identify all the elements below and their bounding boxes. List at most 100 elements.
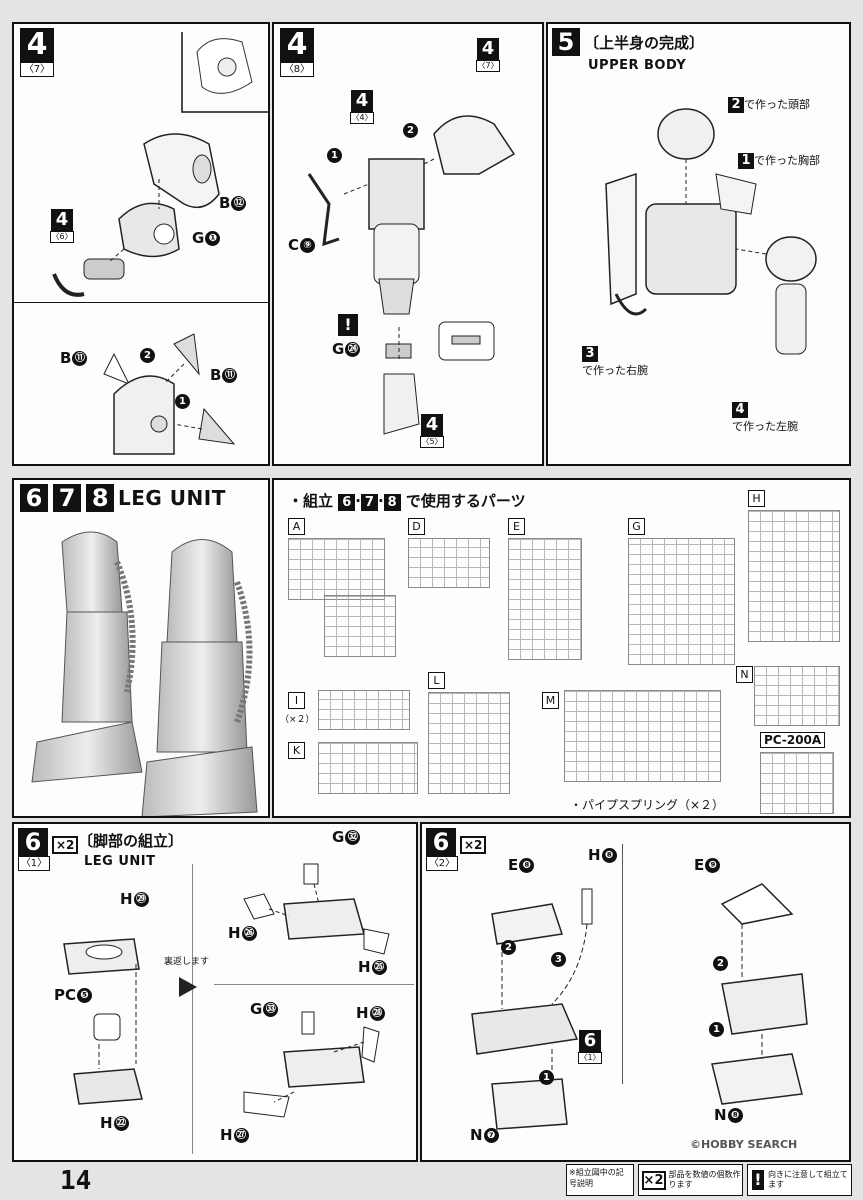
runner-label-g: G: [628, 518, 645, 535]
shoulder-assembly-drawing: [52, 133, 220, 297]
x2-badge: ×2: [52, 836, 79, 854]
parts-list-panel: ・組立 6·7·8 で使用するパーツ A D E G H I （×２） K L …: [272, 478, 851, 818]
leg-unit-title: LEG UNIT: [118, 486, 226, 510]
runner-a: [288, 538, 385, 600]
arrow-2: 2: [139, 346, 155, 364]
runner-i-quantity: （×２）: [280, 715, 315, 725]
flip-arrow-icon: [179, 977, 197, 997]
pc-runner-label: PC-200A: [760, 732, 826, 748]
runner-pc: [760, 752, 834, 814]
arrow-1: 1: [174, 392, 190, 410]
runner-h: [748, 510, 840, 642]
step-sub-number: 〈7〉: [20, 62, 54, 77]
runner-label-k: K: [288, 742, 305, 759]
runner-label-d: D: [408, 518, 425, 535]
runner-m: [564, 690, 721, 782]
parts-heading: ・組立 6·7·8 で使用するパーツ: [288, 492, 526, 511]
arrow-1b: 1: [708, 1020, 724, 1038]
section-title-jp: 〔脚部の組立〕: [78, 832, 184, 850]
step-number: 4: [280, 28, 314, 62]
ref-callout-4-5: 4〈5〉: [420, 414, 444, 448]
section-title-en: UPPER BODY: [588, 58, 687, 73]
leg-frame-drawing-2: [243, 863, 390, 955]
arrow-2b: 2: [712, 954, 728, 972]
runner-label-n: N: [736, 666, 753, 683]
section-title-jp: 〔上半身の完成〕: [584, 34, 705, 52]
pipe-spring-note: ・パイプスプリング（×２）: [570, 798, 725, 812]
symbol-legend: ※組立図中の記号説明 ×2 部品を数値の個数作ります ! 向きに注意して組立てま…: [566, 1164, 853, 1196]
arrow-2: 2: [500, 938, 516, 956]
runner-label-l: L: [428, 672, 445, 689]
leg-render-image: [31, 531, 258, 816]
horn-assembly-drawing: [103, 333, 236, 455]
step-sub-number: 〈1〉: [18, 856, 50, 871]
toe-assembly-drawing: [711, 883, 808, 1105]
step-badges: 6 7 8: [20, 484, 115, 512]
vertical-divider: [192, 864, 193, 1154]
arrow-1: 1: [538, 1068, 554, 1086]
x2-badge: ×2: [460, 836, 487, 854]
arm-assembly-drawing: [307, 115, 516, 435]
legend-warning: ! 向きに注意して組立てます: [746, 1164, 853, 1196]
runner-n: [754, 666, 840, 726]
legend-x2: ×2 部品を数値の個数作ります: [637, 1164, 743, 1196]
horizontal-divider: [214, 984, 414, 985]
runner-l: [428, 692, 510, 794]
runner-d: [408, 538, 490, 588]
ref-callout-4-7: 4〈7〉: [476, 38, 500, 72]
ref-callout-4-4: 4〈4〉: [350, 90, 374, 124]
step-sub-number: 〈8〉: [280, 62, 314, 77]
arrow-3: 3: [550, 950, 566, 968]
runner-label-i: I: [288, 692, 305, 709]
runner-i: [318, 690, 410, 730]
step-number: 6: [426, 828, 456, 856]
detail-frame: [622, 844, 623, 1084]
leg-unit-render-panel: 6 7 8 LEG UNIT: [12, 478, 270, 818]
warning-icon: !: [338, 314, 358, 336]
step-number: 6: [18, 828, 48, 856]
runner-label-a: A: [288, 518, 305, 535]
runner-label-e: E: [508, 518, 525, 535]
step-number: 5: [552, 28, 580, 56]
ref-callout: 4 〈6〉: [50, 209, 74, 243]
legend-title: ※組立図中の記号説明: [566, 1164, 634, 1196]
leg-frame-drawing-3: [243, 1011, 380, 1118]
step-sub-number: 〈2〉: [426, 856, 458, 871]
runner-label-h: H: [748, 490, 765, 507]
page-number: 14: [60, 1166, 92, 1196]
step-number: 4: [20, 28, 54, 62]
section-title-en: LEG UNIT: [84, 854, 156, 869]
runner-e: [508, 538, 582, 660]
runner-a-lower: [324, 595, 396, 657]
divider: [14, 302, 268, 303]
arrow-1: 1: [326, 146, 342, 164]
upper-body-drawing: [605, 108, 817, 355]
leg-frame-drawing-1: [63, 938, 143, 1105]
warning-icon: !: [751, 1170, 764, 1190]
